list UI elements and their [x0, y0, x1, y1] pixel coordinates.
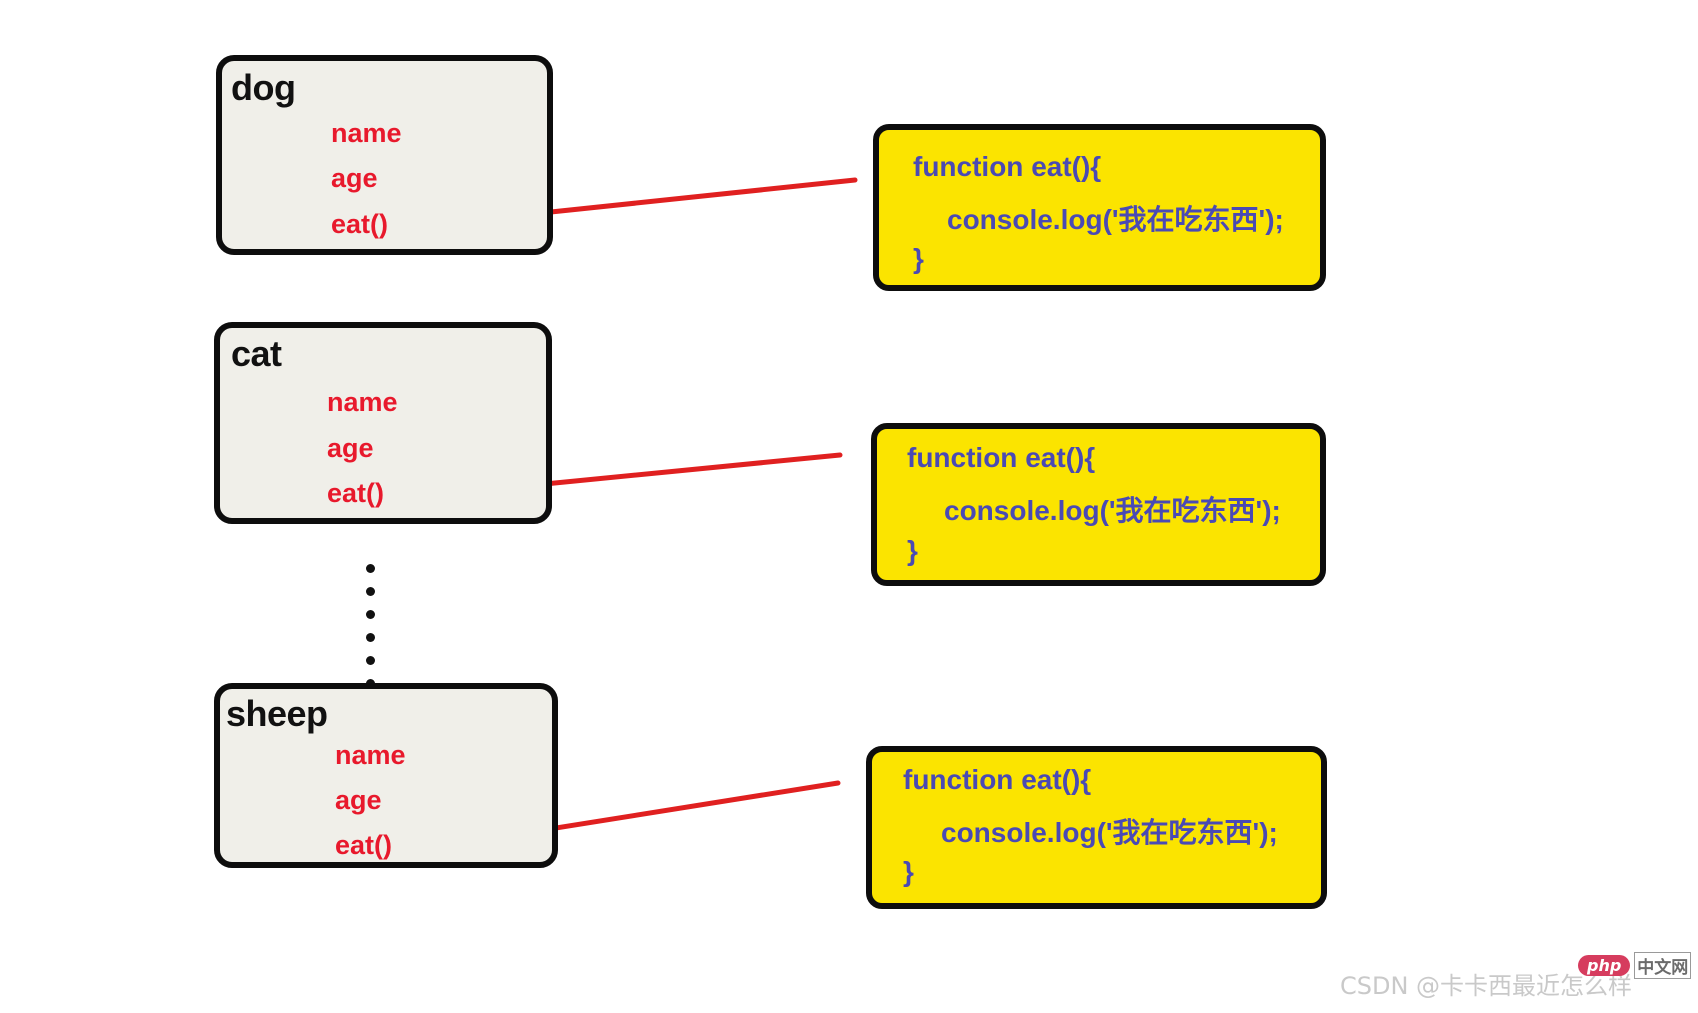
- code-box-2[interactable]: [871, 423, 1326, 586]
- object-property-sheep-eat: eat(): [335, 830, 393, 860]
- ellipsis-dot: [366, 610, 375, 619]
- object-title-sheep: sheep: [226, 693, 328, 734]
- code-box-3[interactable]: [866, 746, 1327, 909]
- object-property-dog-age: age: [331, 163, 378, 193]
- object-property-cat-age: age: [327, 433, 374, 463]
- code-box-2-line-2: console.log('我在吃东西');: [944, 495, 1281, 526]
- object-property-cat-name: name: [327, 387, 398, 417]
- object-title-cat: cat: [231, 333, 282, 374]
- object-title-dog: dog: [231, 67, 296, 108]
- object-box-dog[interactable]: [216, 55, 553, 255]
- code-box-1[interactable]: [873, 124, 1326, 291]
- code-box-1-line-3: }: [913, 243, 924, 274]
- code-box-3-line-2: console.log('我在吃东西');: [941, 817, 1278, 848]
- vertical-ellipsis: [366, 564, 375, 688]
- php-logo: php 中文网: [1578, 952, 1692, 979]
- php-logo-pill: php: [1578, 955, 1631, 976]
- ellipsis-dot: [366, 587, 375, 596]
- object-box-cat[interactable]: [214, 322, 552, 524]
- code-box-1-line-1: function eat(){: [913, 151, 1102, 182]
- ellipsis-dot: [366, 564, 375, 573]
- code-box-2-line-3: }: [907, 535, 918, 566]
- code-box-2-line-1: function eat(){: [907, 442, 1096, 473]
- watermark-text: CSDN @卡卡西最近怎么样: [1340, 972, 1633, 1000]
- code-box-3-line-1: function eat(){: [903, 764, 1092, 795]
- object-property-dog-eat: eat(): [331, 209, 389, 239]
- code-box-3-line-3: }: [903, 856, 914, 887]
- object-property-sheep-name: name: [335, 740, 406, 770]
- ellipsis-dot: [366, 633, 375, 642]
- ellipsis-dot: [366, 656, 375, 665]
- object-property-cat-eat: eat(): [327, 478, 385, 508]
- object-box-sheep[interactable]: [214, 683, 558, 868]
- code-box-1-line-2: console.log('我在吃东西');: [947, 204, 1284, 235]
- object-property-dog-name: name: [331, 118, 402, 148]
- object-property-sheep-age: age: [335, 785, 382, 815]
- php-logo-chinese: 中文网: [1634, 952, 1692, 979]
